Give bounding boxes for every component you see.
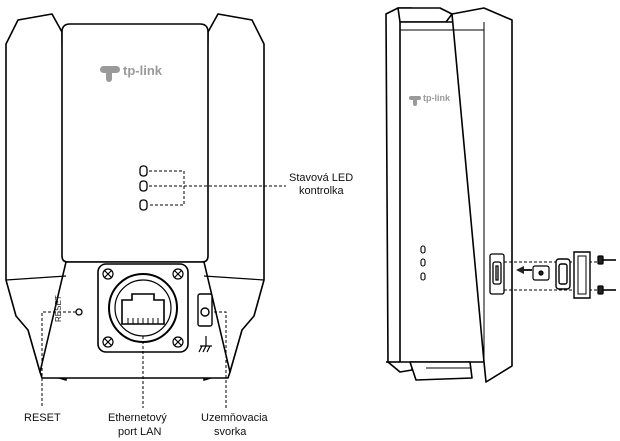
side-logo-icon [409,96,421,106]
mounting-plate [573,251,591,299]
reset-callout-line [41,311,76,408]
status-led-callout-line1: Stavová LED [289,172,354,184]
ethernet-callout-line1: Ethernetový [108,412,167,424]
side-view-device [385,7,513,383]
status-led-3 [139,199,148,211]
ground-callout-line2: svorka [214,426,247,438]
side-inner-lines [400,22,485,369]
front-logo-icon [100,66,120,82]
front-right-crease [203,275,265,281]
ethernet-port-assembly [97,263,189,353]
status-led-2 [139,180,148,192]
cable-tag [532,265,550,281]
status-led-1 [139,165,148,177]
side-bracket-on-device [489,253,505,295]
ground-symbol-icon [198,336,212,353]
rj45-pins [127,318,159,324]
ground-callout-line [214,311,227,408]
plate-screws [102,268,184,348]
side-status-leds [420,245,426,281]
mounting-screws [597,255,616,295]
front-status-leds [139,165,148,211]
insert-arrow-icon [516,266,532,274]
side-top-wedge [397,7,453,23]
rj45-jack-icon [121,293,165,325]
ethernet-callout-line2: port LAN [118,426,162,438]
front-left-crease [5,275,67,281]
status-led-callout-line2: kontrolka [299,185,344,197]
led-callout-lines [149,170,286,206]
reset-button-icon [75,308,83,316]
front-brand-text: tp-link [123,63,162,78]
side-brand-text: tp-link [423,93,450,103]
ground-callout-line1: Uzemňovacia [201,412,268,424]
front-bottom-edge [27,329,243,373]
side-foot [409,361,473,381]
reset-callout: RESET [24,412,61,424]
grounding-terminal [197,293,213,327]
front-center-panel [61,23,209,263]
front-reset-marking: RESET [54,295,63,322]
bracket-clip [555,258,571,290]
